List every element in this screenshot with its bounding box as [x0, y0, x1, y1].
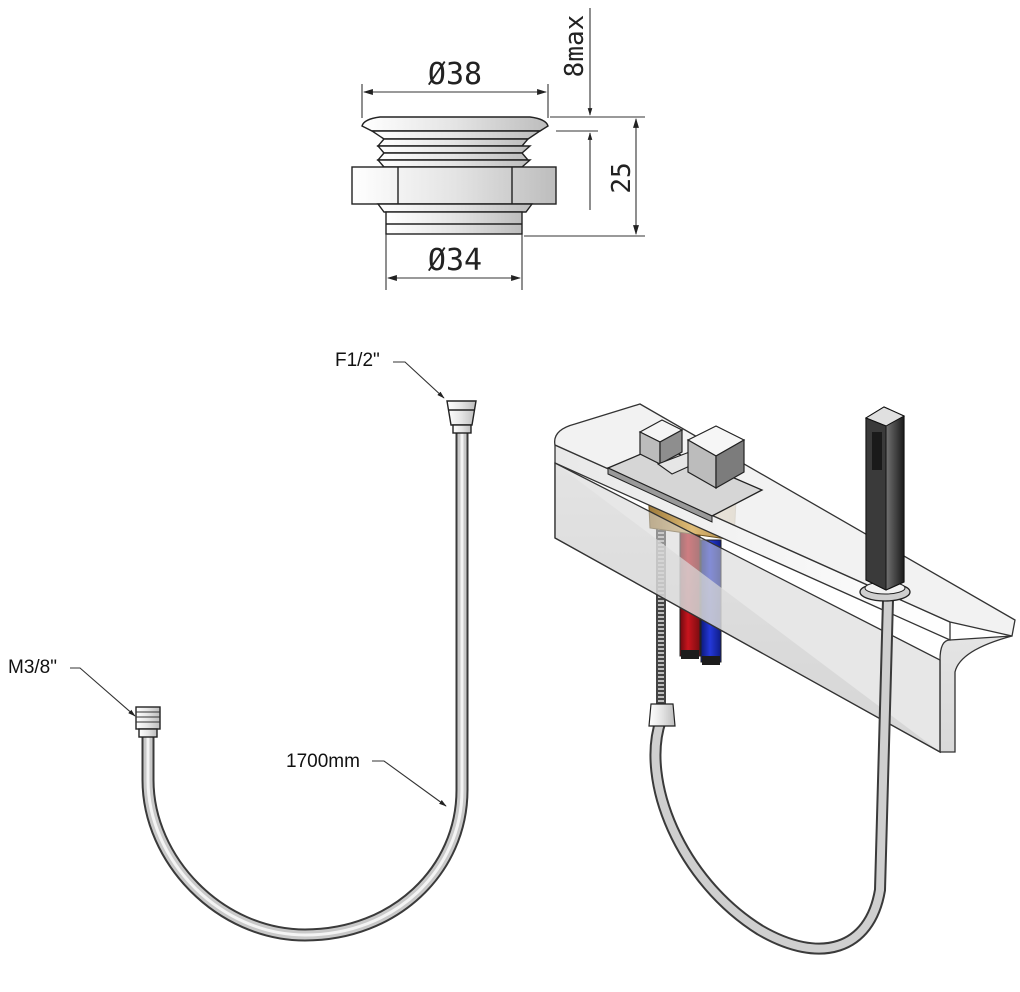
waste-ribbed-body [369, 130, 543, 168]
bottom-diameter-label: Ø34 [428, 243, 482, 278]
waste-lower-collar [376, 203, 534, 213]
waste-fitting-drawing: Ø38 Ø34 8max 25 [351, 8, 645, 290]
hose-top-cone-fitting [446, 400, 477, 426]
shower-hose-drawing: F1/2" M3/8" 1700mm [8, 350, 477, 942]
deck-front-panel [554, 463, 1013, 754]
waste-flange [361, 116, 549, 132]
installation-illustration [554, 403, 1016, 955]
top-fitting-label: F1/2" [335, 350, 380, 371]
flange-height-label: 8max [560, 15, 590, 78]
top-diameter-label: Ø38 [428, 57, 482, 92]
waste-thread [385, 211, 523, 235]
hose-bottom-thread-fitting [135, 706, 161, 730]
total-height-label: 25 [607, 162, 637, 193]
hose-nut [648, 703, 676, 727]
waste-hex-nut [351, 166, 557, 205]
hose-length-label: 1700mm [286, 751, 360, 772]
bottom-fitting-label: M3/8" [8, 657, 57, 678]
hose-outline [141, 421, 469, 942]
